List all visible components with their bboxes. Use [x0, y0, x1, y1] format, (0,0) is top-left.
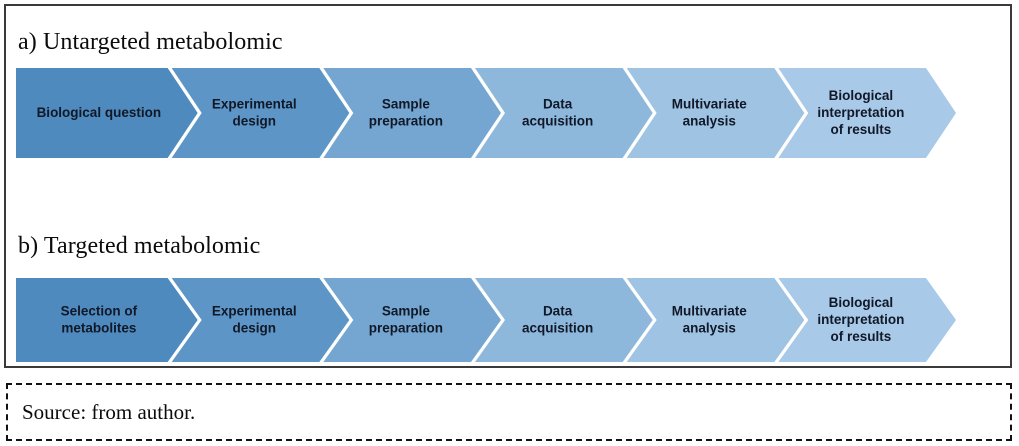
chevron-step-1-label: Selection of metabolites: [61, 303, 138, 335]
chevron-step-6[interactable]: [778, 278, 956, 362]
chevron-step-5-label: Multivariate analysis: [672, 96, 748, 128]
chevron-label-line: Selection of: [61, 303, 138, 318]
chevron-step-6[interactable]: [778, 68, 956, 158]
chevron-label-line: interpretation: [817, 312, 904, 327]
chevron-step-1[interactable]: [16, 68, 198, 158]
chevron-label-line: preparation: [369, 113, 443, 128]
chevron-step-1-label: Biological question: [37, 105, 162, 120]
chevron-step-3-label: Sample preparation: [369, 96, 443, 128]
chevron-step-4-label: Data acquisition: [522, 303, 593, 335]
source-caption-box: Source: from author.: [6, 383, 1012, 441]
chevron-label-line: analysis: [683, 320, 736, 335]
chevron-flow-targeted: Selection of metabolites Experimental desig…: [16, 278, 956, 362]
chevron-label-line: of results: [831, 329, 892, 344]
chevron-step-2-label: Experimental design: [212, 96, 297, 128]
chevron-label-line: Multivariate: [672, 303, 748, 318]
chevron-step-2[interactable]: [171, 68, 350, 158]
chevron-label-line: Sample: [382, 303, 431, 318]
chevron-step-4-label: Data acquisition: [522, 96, 593, 128]
chevron-step-4[interactable]: [475, 278, 653, 362]
chevron-label-line: analysis: [683, 113, 736, 128]
chevron-label-line: Experimental: [212, 96, 297, 111]
chevron-step-3[interactable]: [323, 278, 501, 362]
chevron-label-line: Data: [543, 96, 573, 111]
chevron-step-5-label: Multivariate analysis: [672, 303, 748, 335]
source-caption-text: Source: from author.: [22, 399, 196, 424]
chevron-step-5[interactable]: [626, 68, 805, 158]
chevron-label-line: design: [232, 113, 276, 128]
panel-a-title: a) Untargeted metabolomic: [18, 29, 283, 55]
chevron-label-line: of results: [831, 122, 892, 137]
chevron-step-3-label: Sample preparation: [369, 303, 443, 335]
chevron-step-2[interactable]: [171, 278, 350, 362]
panel-b-title: b) Targeted metabolomic: [18, 233, 261, 259]
chevron-flow-untargeted: Biological question Experimental design Sam…: [16, 68, 956, 158]
chevron-label-line: Biological: [829, 295, 894, 310]
chevron-label-line: acquisition: [522, 320, 593, 335]
chevron-label-line: interpretation: [817, 105, 904, 120]
chevron-label-line: Experimental: [212, 303, 297, 318]
chevron-label-line: preparation: [369, 320, 443, 335]
chevron-label-line: metabolites: [61, 320, 136, 335]
chevron-step-6-label: Biological interpretation of results: [817, 88, 904, 137]
chevron-step-6-label: Biological interpretation of results: [817, 295, 904, 344]
chevron-label-line: acquisition: [522, 113, 593, 128]
chevron-label-line: Multivariate: [672, 96, 748, 111]
chevron-flow-svg: Selection of metabolites Experimental desig…: [16, 278, 956, 362]
figure-frame: a) Untargeted metabolomic Biological que…: [4, 4, 1012, 368]
chevron-label-line: design: [232, 320, 276, 335]
chevron-step-4[interactable]: [475, 68, 653, 158]
chevron-step-1[interactable]: [16, 278, 198, 362]
chevron-flow-svg: Biological question Experimental design Sam…: [16, 68, 956, 158]
chevron-label-line: Data: [543, 303, 573, 318]
chevron-step-3[interactable]: [323, 68, 501, 158]
chevron-label-line: Biological question: [37, 105, 162, 120]
chevron-step-5[interactable]: [626, 278, 805, 362]
chevron-step-2-label: Experimental design: [212, 303, 297, 335]
chevron-label-line: Sample: [382, 96, 431, 111]
chevron-label-line: Biological: [829, 88, 894, 103]
